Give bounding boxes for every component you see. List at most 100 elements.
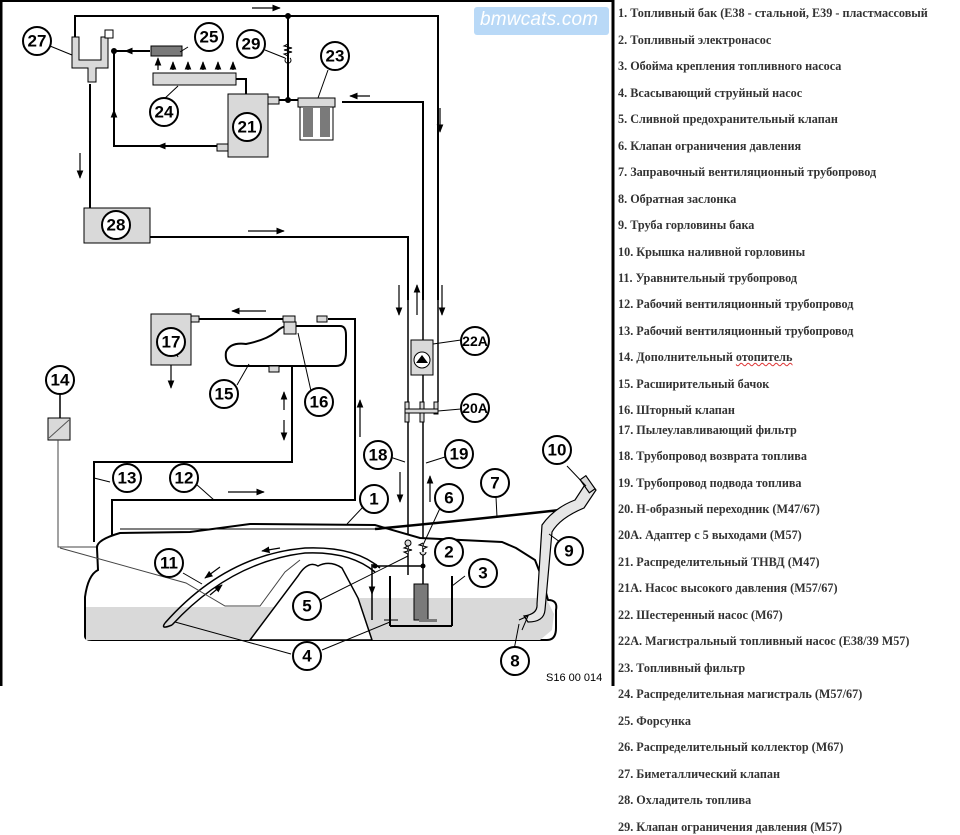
callout-29: 29 [236, 29, 266, 59]
callout-22a: 22A [460, 326, 490, 356]
svg-text:17: 17 [162, 333, 181, 352]
svg-text:20A: 20A [462, 400, 488, 416]
fuel-system-diagram: 1 2 3 4 5 6 7 8 9 10 11 12 13 14 15 16 1… [0, 0, 615, 686]
figure-code: S16 00 014 [546, 672, 603, 684]
legend-item: 9. Труба горловины бака [618, 218, 754, 233]
legend-item: 22. Шестеренный насос (М67) [618, 608, 783, 623]
watermark-text: bmwcats.com [480, 9, 599, 30]
svg-text:28: 28 [107, 216, 126, 235]
svg-text:7: 7 [490, 474, 499, 493]
legend-item-label: 19. Трубопровод подвода топлива [618, 476, 802, 490]
legend-item: 3. Обойма крепления топливного насоса [618, 59, 841, 74]
legend-item: 11. Уравнительный трубопровод [618, 271, 797, 286]
callout-21: 21 [232, 112, 262, 142]
legend-item: 20А. Адаптер с 5 выходами (М57) [618, 528, 802, 543]
legend-item-label: 9. Труба горловины бака [618, 218, 755, 232]
legend-item-label: 20. Н-образный переходник (М47/67) [618, 502, 820, 516]
callout-4: 4 [292, 641, 322, 671]
svg-text:6: 6 [444, 489, 453, 508]
legend-item: 6. Клапан ограничения давления [618, 139, 801, 154]
legend-item: 15. Расширительный бачок [618, 377, 769, 392]
callout-14: 14 [45, 365, 75, 395]
legend-item: 24. Распределительная магистраль (М57/67… [618, 687, 862, 702]
legend-item-label: 25. Форсунка [618, 714, 691, 728]
filler-vent-line-7 [374, 496, 587, 531]
legend-item: 20. Н-образный переходник (М47/67) [618, 502, 820, 517]
callout-1: 1 [359, 484, 389, 514]
svg-text:15: 15 [215, 385, 234, 404]
legend-item: 7. Заправочный вентиляционный трубопрово… [618, 165, 876, 180]
legend-item-label: 23. Топливный фильтр [618, 661, 746, 675]
legend-item-label: 21. Распределительный ТНВД (М47) [618, 555, 820, 569]
injector-25 [150, 45, 183, 57]
top-junctions [111, 13, 291, 103]
legend-item-label: 29. Клапан ограничения давления (М57) [618, 820, 843, 834]
flow-arrows-mid [395, 284, 446, 503]
svg-text:25: 25 [200, 28, 219, 47]
top-fuel-lines [74, 15, 439, 300]
svg-text:3: 3 [478, 564, 487, 583]
legend-item: 13. Рабочий вентиляционный трубопровод [618, 324, 853, 339]
svg-text:23: 23 [326, 47, 345, 66]
svg-text:29: 29 [242, 35, 261, 54]
legend-item: 21А. Насос высокого давления (М57/67) [618, 581, 838, 596]
legend-item-label: 15. Расширительный бачок [618, 377, 770, 391]
svg-text:21: 21 [238, 118, 257, 137]
legend-item-label: 3. Обойма крепления топливного насоса [618, 59, 842, 73]
callout-11: 11 [154, 548, 184, 578]
legend-item-label: 8. Обратная заслонка [618, 192, 737, 206]
svg-text:2: 2 [444, 543, 453, 562]
legend-item: 14. Дополнительный отопитель [618, 350, 792, 365]
electric-fuel-pump-2 [413, 583, 429, 621]
legend-item-label: 5. Сливной предохранительный клапан [618, 112, 838, 126]
legend-item-label: 21А. Насос высокого давления (М57/67) [618, 581, 838, 595]
pressure-valve-spring-29 [282, 43, 293, 64]
svg-text:1: 1 [369, 490, 378, 509]
flow-arrows-top [76, 4, 444, 235]
callout-12: 12 [169, 463, 199, 493]
fuel-pump-assembly [371, 539, 453, 627]
bimetal-valve-27 [71, 29, 114, 83]
callout-5: 5 [292, 591, 322, 621]
legend-item-label: 7. Заправочный вентиляционный трубопрово… [618, 165, 877, 179]
parts-legend: 1. Топливный бак (Е38 - стальной, Е39 - … [618, 0, 960, 834]
svg-text:18: 18 [369, 446, 388, 465]
legend-item-label: 10. Крышка наливной горловины [618, 245, 806, 259]
legend-item-label: 20А. Адаптер с 5 выходами (М57) [618, 528, 802, 542]
legend-item: 10. Крышка наливной горловины [618, 245, 805, 260]
diagram-frame [0, 0, 615, 686]
svg-text:22A: 22A [462, 333, 488, 349]
legend-item-label: 1. Топливный бак (Е38 - стальной, Е39 - … [618, 6, 928, 20]
legend-item-label: 4. Всасывающий струйный насос [618, 86, 803, 100]
legend-item: 23. Топливный фильтр [618, 661, 745, 676]
callout-18: 18 [363, 440, 393, 470]
legend-item-label: 14. Дополнительный [618, 350, 736, 364]
legend-item: 19. Трубопровод подвода топлива [618, 476, 802, 491]
legend-item: 1. Топливный бак (Е38 - стальной, Е39 - … [618, 6, 928, 21]
legend-item: 25. Форсунка [618, 714, 691, 729]
svg-text:10: 10 [548, 441, 567, 460]
callout-8: 8 [500, 646, 530, 676]
svg-text:14: 14 [51, 371, 70, 390]
legend-item-label: 27. Биметаллический клапан [618, 767, 780, 781]
svg-text:16: 16 [310, 393, 329, 412]
callout-20a: 20A [460, 393, 490, 423]
legend-item: 28. Охладитель топлива [618, 793, 751, 808]
legend-item: 27. Биметаллический клапан [618, 767, 780, 782]
watermark-badge: bmwcats.com [474, 7, 609, 35]
legend-item: 17. Пылеулавливающий фильтр [618, 423, 797, 438]
svg-text:9: 9 [564, 542, 573, 561]
callout-24: 24 [149, 97, 179, 127]
legend-item: 21. Распределительный ТНВД (М47) [618, 555, 820, 570]
legend-item: 2. Топливный электронасос [618, 33, 771, 48]
callout-2: 2 [434, 537, 464, 567]
expansion-tank-fittings [268, 315, 328, 373]
legend-item-label: 24. Распределительная магистраль (М57/67… [618, 687, 863, 701]
callout-6: 6 [434, 483, 464, 513]
filler-neck-9 [522, 474, 597, 623]
legend-item-label: 6. Клапан ограничения давления [618, 139, 802, 153]
legend-item: 4. Всасывающий струйный насос [618, 86, 802, 101]
svg-text:8: 8 [510, 652, 519, 671]
svg-text:4: 4 [302, 647, 312, 666]
distribution-rail-24 [152, 57, 237, 86]
